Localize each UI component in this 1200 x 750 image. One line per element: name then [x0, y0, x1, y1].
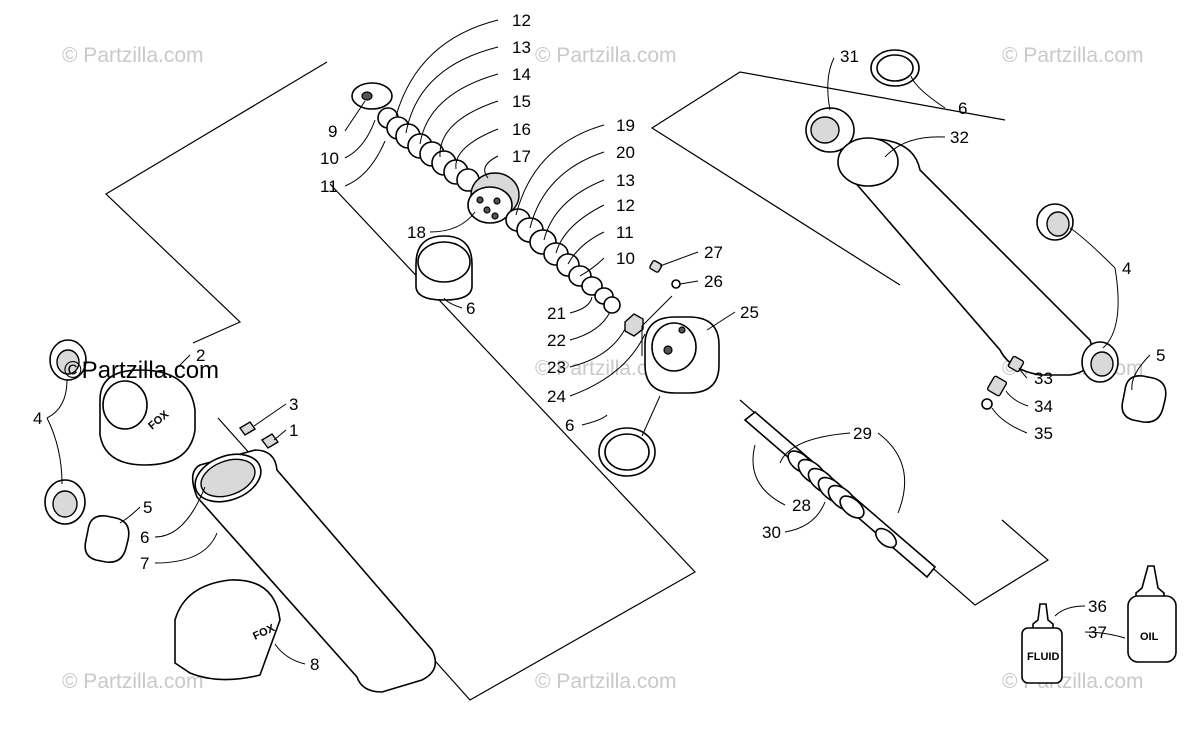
callout-19: 19 — [616, 116, 635, 135]
watermark: © Partzilla.com — [535, 44, 677, 67]
watermark: © Partzilla.com — [62, 44, 204, 67]
callout-34: 34 — [1034, 397, 1053, 416]
callout-29: 29 — [853, 424, 872, 443]
cap-1 — [260, 433, 280, 449]
callout-21: 21 — [547, 304, 566, 323]
callout-18: 18 — [407, 223, 426, 242]
callout-20: 20 — [616, 143, 635, 162]
callout-14: 14 — [512, 65, 531, 84]
right-frame — [650, 71, 1006, 286]
callout-28: 28 — [792, 496, 811, 515]
watermark-strong: ©Partzilla.com — [64, 357, 219, 384]
callout-23: 23 — [547, 358, 566, 377]
shaft-assembly — [743, 410, 937, 579]
callout-4b: 4 — [33, 409, 42, 428]
callout-4: 4 — [1122, 259, 1131, 278]
bottle-37 — [1127, 595, 1177, 663]
shim-discs-lower — [505, 208, 614, 305]
callout-22: 22 — [547, 331, 566, 350]
watermark: © Partzilla.com — [535, 357, 677, 380]
right-frame-lower — [739, 399, 1050, 606]
callout-6c: 6 — [958, 99, 967, 118]
callout-7: 7 — [140, 554, 149, 573]
left-shock-body: FOX FOX — [44, 339, 437, 693]
watermark: © Partzilla.com — [1002, 44, 1144, 67]
body-tube-7 — [191, 449, 437, 693]
callout-13: 13 — [512, 38, 531, 57]
callout-16: 16 — [512, 120, 531, 139]
ball-35 — [981, 398, 993, 410]
callout-8: 8 — [310, 655, 319, 674]
callout-9: 9 — [328, 122, 337, 141]
fluid-bottles: FLUID OIL — [1021, 565, 1177, 684]
bottle-36 — [1021, 627, 1063, 684]
cap-33 — [1007, 355, 1025, 373]
callout-27: 27 — [704, 243, 723, 262]
callout-26: 26 — [704, 272, 723, 291]
valve-stack — [351, 82, 644, 337]
valve-3 — [238, 421, 257, 436]
callout-12: 12 — [512, 11, 531, 30]
watermarks: © Partzilla.com © Partzilla.com © Partzi… — [62, 44, 1144, 693]
callout-numbers: 12 13 14 15 16 17 9 10 11 18 6 19 20 13 … — [33, 11, 1165, 674]
callout-5: 5 — [1156, 346, 1165, 365]
spacer-5 — [84, 514, 130, 564]
ring-32-top — [837, 137, 899, 187]
right-reservoir — [805, 49, 1167, 424]
callout-10b: 10 — [616, 249, 635, 268]
callout-33: 33 — [1034, 369, 1053, 388]
watermark: © Partzilla.com — [62, 670, 204, 693]
piston-face — [467, 186, 513, 224]
leader-lines — [46, 19, 1151, 665]
callout-1: 1 — [289, 421, 298, 440]
jet-27 — [649, 260, 663, 273]
callout-32: 32 — [950, 128, 969, 147]
piston-25-group — [598, 260, 720, 477]
sleeve-8 — [174, 579, 281, 681]
callout-35: 35 — [1034, 424, 1053, 443]
callout-12b: 12 — [616, 196, 635, 215]
watermark: © Partzilla.com — [535, 670, 677, 693]
callout-6d: 6 — [140, 528, 149, 547]
callout-15: 15 — [512, 92, 531, 111]
callout-30: 30 — [762, 523, 781, 542]
callout-6: 6 — [466, 299, 475, 318]
callout-6b: 6 — [565, 416, 574, 435]
callout-17: 17 — [512, 147, 531, 166]
callout-2: 2 — [196, 346, 205, 365]
washer-9-hole — [361, 91, 373, 101]
nut-23 — [624, 313, 644, 337]
callout-10: 10 — [320, 149, 339, 168]
ball-26 — [671, 279, 681, 289]
shim-discs-upper — [377, 107, 480, 192]
callout-11: 11 — [320, 177, 338, 196]
callout-25: 25 — [740, 303, 759, 322]
spacer-5-right — [1121, 374, 1167, 424]
callout-13b: 13 — [616, 171, 635, 190]
callout-24: 24 — [547, 387, 566, 406]
callout-36: 36 — [1088, 597, 1107, 616]
left-frame — [105, 61, 328, 344]
oil-label: OIL — [1140, 631, 1159, 643]
callout-5b: 5 — [143, 498, 152, 517]
washer-22 — [603, 296, 621, 314]
callout-31: 31 — [840, 47, 859, 66]
fluid-label: FLUID — [1027, 651, 1059, 663]
shaft-spring-30 — [787, 450, 865, 519]
valve-34 — [986, 375, 1008, 397]
callout-11b: 11 — [616, 223, 634, 242]
callout-3: 3 — [289, 395, 298, 414]
callout-37: 37 — [1088, 623, 1107, 642]
bottle-36-nozzle — [1032, 603, 1054, 631]
